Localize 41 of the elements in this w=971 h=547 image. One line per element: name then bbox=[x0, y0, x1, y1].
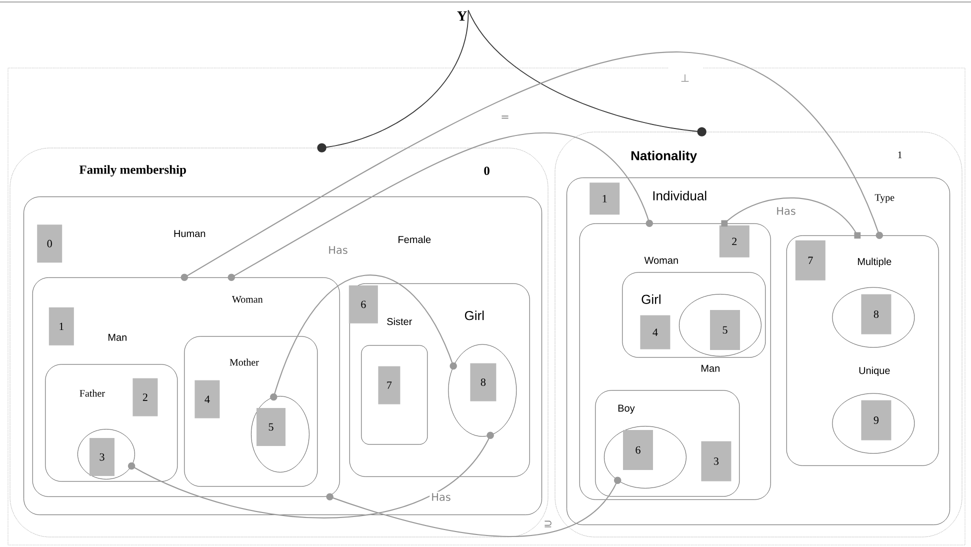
connector bbox=[270, 274, 457, 401]
connector bbox=[228, 132, 653, 281]
number-tile: 6 bbox=[623, 430, 653, 470]
connector bbox=[180, 51, 883, 281]
number-tile: 3 bbox=[701, 441, 732, 482]
number-tile: 7 bbox=[795, 240, 826, 280]
number-tile: 0 bbox=[37, 224, 62, 263]
ellipse bbox=[251, 396, 310, 472]
connector bbox=[317, 10, 469, 152]
number-tile: 6 bbox=[348, 285, 378, 324]
ellipse bbox=[604, 426, 686, 488]
number-tile: 2 bbox=[132, 378, 158, 416]
connector bbox=[128, 432, 494, 518]
ellipse bbox=[78, 429, 135, 480]
edge-label: ⊥ bbox=[678, 72, 692, 84]
number-tile: 5 bbox=[256, 408, 286, 446]
number-tile: 3 bbox=[90, 438, 114, 476]
node-label: Female bbox=[398, 236, 431, 244]
ellipse bbox=[832, 393, 915, 454]
ellipse bbox=[679, 294, 762, 356]
number-tile: 8 bbox=[470, 363, 496, 402]
connector bbox=[326, 476, 622, 538]
edge-label: = bbox=[499, 114, 511, 122]
ellipse bbox=[448, 344, 517, 437]
rounded-box bbox=[361, 345, 428, 445]
number-tile: 5 bbox=[710, 310, 740, 350]
number-tile: 1 bbox=[590, 182, 620, 215]
connector bbox=[468, 10, 706, 136]
number-tile: 4 bbox=[640, 315, 670, 350]
number-tile: 9 bbox=[861, 400, 892, 440]
edge-label: Has bbox=[430, 492, 452, 502]
number-tile: 1 bbox=[48, 307, 74, 346]
number-tile: 7 bbox=[378, 366, 400, 404]
connector bbox=[721, 197, 861, 239]
ellipse bbox=[832, 287, 915, 348]
edge-label: Has bbox=[326, 244, 350, 256]
heading-text: Y bbox=[457, 11, 467, 21]
number-tile: 4 bbox=[194, 380, 220, 418]
edge-label: Has bbox=[774, 206, 798, 216]
number-tile: 8 bbox=[861, 294, 892, 334]
number-tile: 2 bbox=[719, 225, 750, 258]
